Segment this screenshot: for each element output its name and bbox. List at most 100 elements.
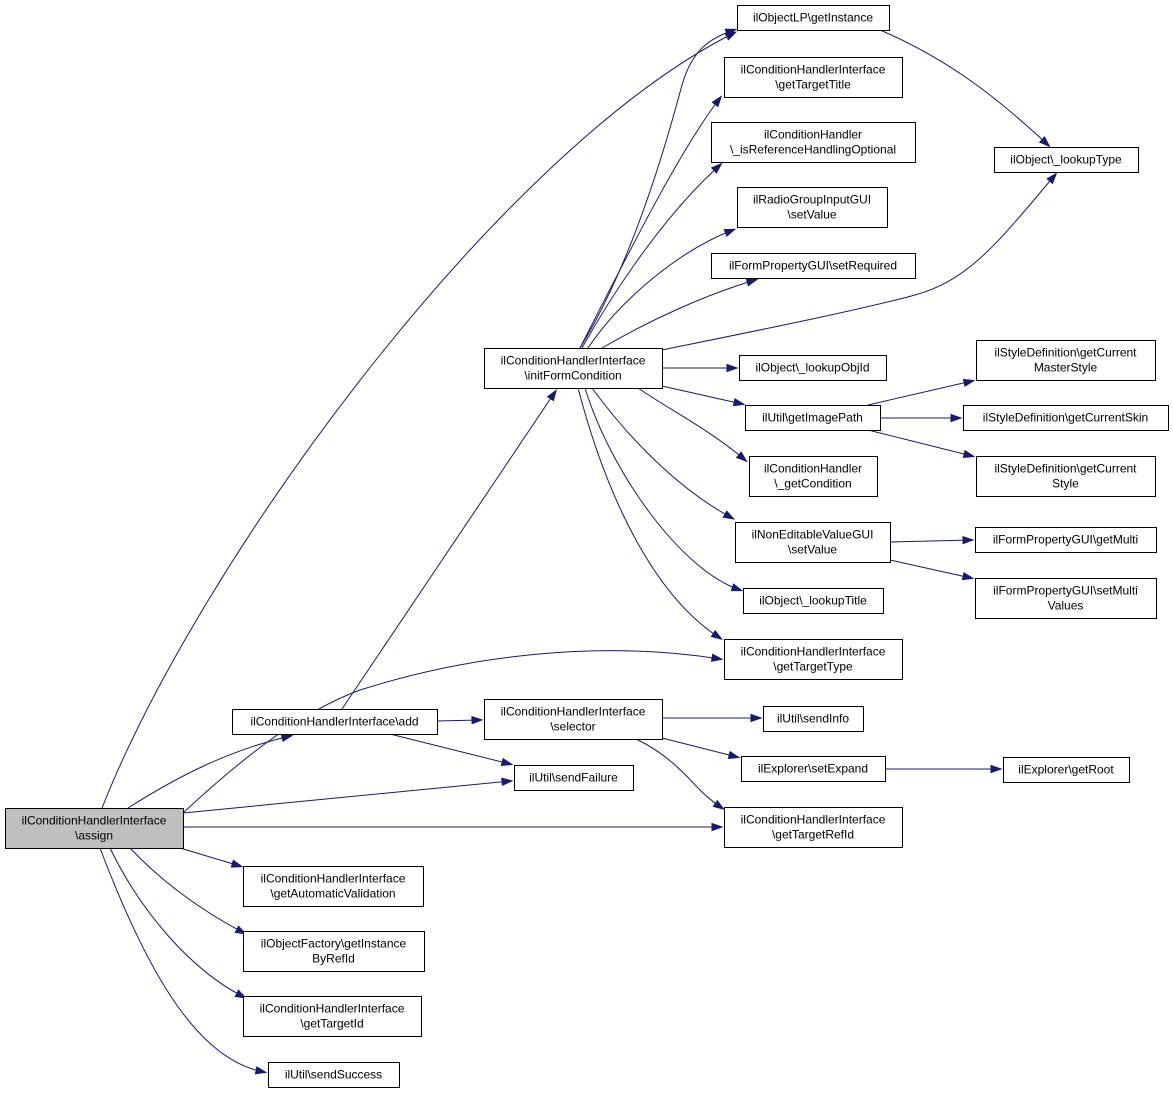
node-box <box>1003 757 1130 783</box>
node-getMulti[interactable]: ilFormPropertyGUI\getMulti <box>975 527 1157 553</box>
node-selector[interactable]: ilConditionHandlerInterface\selector <box>484 699 663 740</box>
node-sendFailure[interactable]: ilUtil\sendFailure <box>514 765 634 791</box>
arrow-head <box>1046 172 1058 185</box>
node-getAutomaticValidation[interactable]: ilConditionHandlerInterface\getAutomatic… <box>243 866 424 907</box>
node-box <box>763 706 864 732</box>
edge-line <box>389 733 511 765</box>
node-label-line: ilConditionHandlerInterface <box>501 354 646 368</box>
node-getTargetRefId[interactable]: ilConditionHandlerInterface\getTargetRef… <box>724 807 903 848</box>
edge-add-to-initFormCondition <box>341 389 557 710</box>
node-isRefHandling[interactable]: ilConditionHandler\_isReferenceHandlingO… <box>711 122 916 163</box>
arrow-head <box>962 536 975 545</box>
node-label-line: ilConditionHandlerInterface <box>22 814 167 828</box>
edge-initFormCondition-to-getTargetTitle <box>579 95 723 349</box>
edge-selector-to-setExpand <box>661 737 741 759</box>
edge-line <box>182 650 721 814</box>
arrow-head <box>724 28 738 37</box>
node-initFormCondition[interactable]: ilConditionHandlerInterface\initFormCond… <box>484 348 663 389</box>
arrow-head <box>234 989 248 999</box>
node-box <box>243 931 425 972</box>
node-box <box>975 578 1157 619</box>
node-radioSetValue[interactable]: ilRadioGroupInputGUI\setValue <box>737 187 888 228</box>
edge-initFormCondition-to-getTargetType <box>577 387 723 640</box>
node-getInstance[interactable]: ilObjectLP\getInstance <box>737 5 890 31</box>
edge-line <box>867 429 973 457</box>
edge-line <box>581 164 721 349</box>
node-lookupTitle[interactable]: ilObject\_lookupTitle <box>743 588 884 614</box>
node-getCurrentSkin[interactable]: ilStyleDefinition\getCurrentSkin <box>963 405 1169 431</box>
edges-layer <box>99 28 1058 1075</box>
node-nevSetValue[interactable]: ilNonEditableValueGUI\setValue <box>735 522 891 563</box>
edge-line <box>127 735 291 809</box>
edge-nevSetValue-to-getMulti <box>889 536 975 545</box>
edge-assign-to-getAutomaticValidation <box>179 847 244 868</box>
node-label-line: ByRefId <box>312 952 355 966</box>
arrow-head <box>280 733 294 743</box>
node-box <box>963 405 1169 431</box>
edge-line <box>129 847 245 934</box>
edge-assign-to-sendSuccess <box>99 847 268 1075</box>
node-label-line: ilUtil\sendFailure <box>529 771 618 785</box>
arrow-head <box>732 398 746 407</box>
node-label-line: ilConditionHandlerInterface <box>501 705 646 719</box>
node-sendSuccess[interactable]: ilUtil\sendSuccess <box>268 1062 400 1088</box>
node-box <box>711 253 916 279</box>
arrow-head <box>950 413 963 423</box>
node-lookupType[interactable]: ilObject\_lookupType <box>994 147 1139 173</box>
node-assign: ilConditionHandlerInterface\assign <box>5 808 184 849</box>
edge-line <box>579 29 735 349</box>
node-label-line: ilObjectFactory\getInstance <box>261 937 407 951</box>
node-box <box>743 588 884 614</box>
node-getImagePath[interactable]: ilUtil\getImagePath <box>745 405 881 431</box>
nodes-layer: ilConditionHandlerInterface\assign ilObje… <box>5 5 1169 1088</box>
node-label-line: ilExplorer\getRoot <box>1018 763 1114 777</box>
node-add[interactable]: ilConditionHandlerInterface\add <box>232 709 438 735</box>
node-setExpand[interactable]: ilExplorer\setExpand <box>741 756 886 782</box>
arrow-head <box>710 653 724 662</box>
node-getCondition[interactable]: ilConditionHandler\_getCondition <box>749 456 878 497</box>
node-label-line: ilStyleDefinition\getCurrent <box>994 346 1137 360</box>
node-sendInfo[interactable]: ilUtil\sendInfo <box>763 706 864 732</box>
edge-line <box>99 847 265 1073</box>
arrow-head <box>471 715 484 725</box>
node-box <box>5 808 184 849</box>
arrow-head <box>723 228 737 237</box>
edge-line <box>879 29 1049 146</box>
node-box <box>232 709 438 735</box>
node-lookupObjId[interactable]: ilObject\_lookupObjId <box>739 355 887 381</box>
node-getTargetType[interactable]: ilConditionHandlerInterface\getTargetTyp… <box>724 639 903 680</box>
node-label-line: ilConditionHandlerInterface <box>741 645 886 659</box>
edge-line <box>577 387 721 639</box>
node-box <box>735 522 891 563</box>
edge-line <box>635 738 723 809</box>
edge-assign-to-getTargetRefId <box>183 822 724 832</box>
node-label-line: ilFormPropertyGUI\setMulti <box>993 584 1138 598</box>
arrow-head <box>501 777 514 787</box>
arrow-head <box>1038 136 1051 148</box>
node-label-line: \getTargetType <box>773 660 853 674</box>
arrow-head <box>710 629 723 640</box>
node-box <box>737 187 888 228</box>
node-box <box>724 639 903 680</box>
edge-initFormCondition-to-nevSetValue <box>591 387 736 520</box>
node-box <box>724 807 903 848</box>
arrow-head <box>546 389 557 402</box>
node-box <box>976 456 1156 497</box>
node-getRoot[interactable]: ilExplorer\getRoot <box>1003 757 1130 783</box>
edge-initFormCondition-to-lookupTitle <box>584 387 744 592</box>
node-box <box>268 1062 400 1088</box>
node-getTargetId[interactable]: ilConditionHandlerInterface\getTargetId <box>243 996 422 1037</box>
edge-line <box>661 737 738 758</box>
node-setRequired[interactable]: ilFormPropertyGUI\setRequired <box>711 253 916 279</box>
node-label-line: \selector <box>550 720 595 734</box>
node-box <box>711 122 916 163</box>
node-getTargetTitle[interactable]: ilConditionHandlerInterface\getTargetTit… <box>724 57 903 98</box>
arrow-head <box>961 572 975 581</box>
arrow-head <box>710 162 723 174</box>
edge-selector-to-getTargetRefId <box>635 738 725 810</box>
